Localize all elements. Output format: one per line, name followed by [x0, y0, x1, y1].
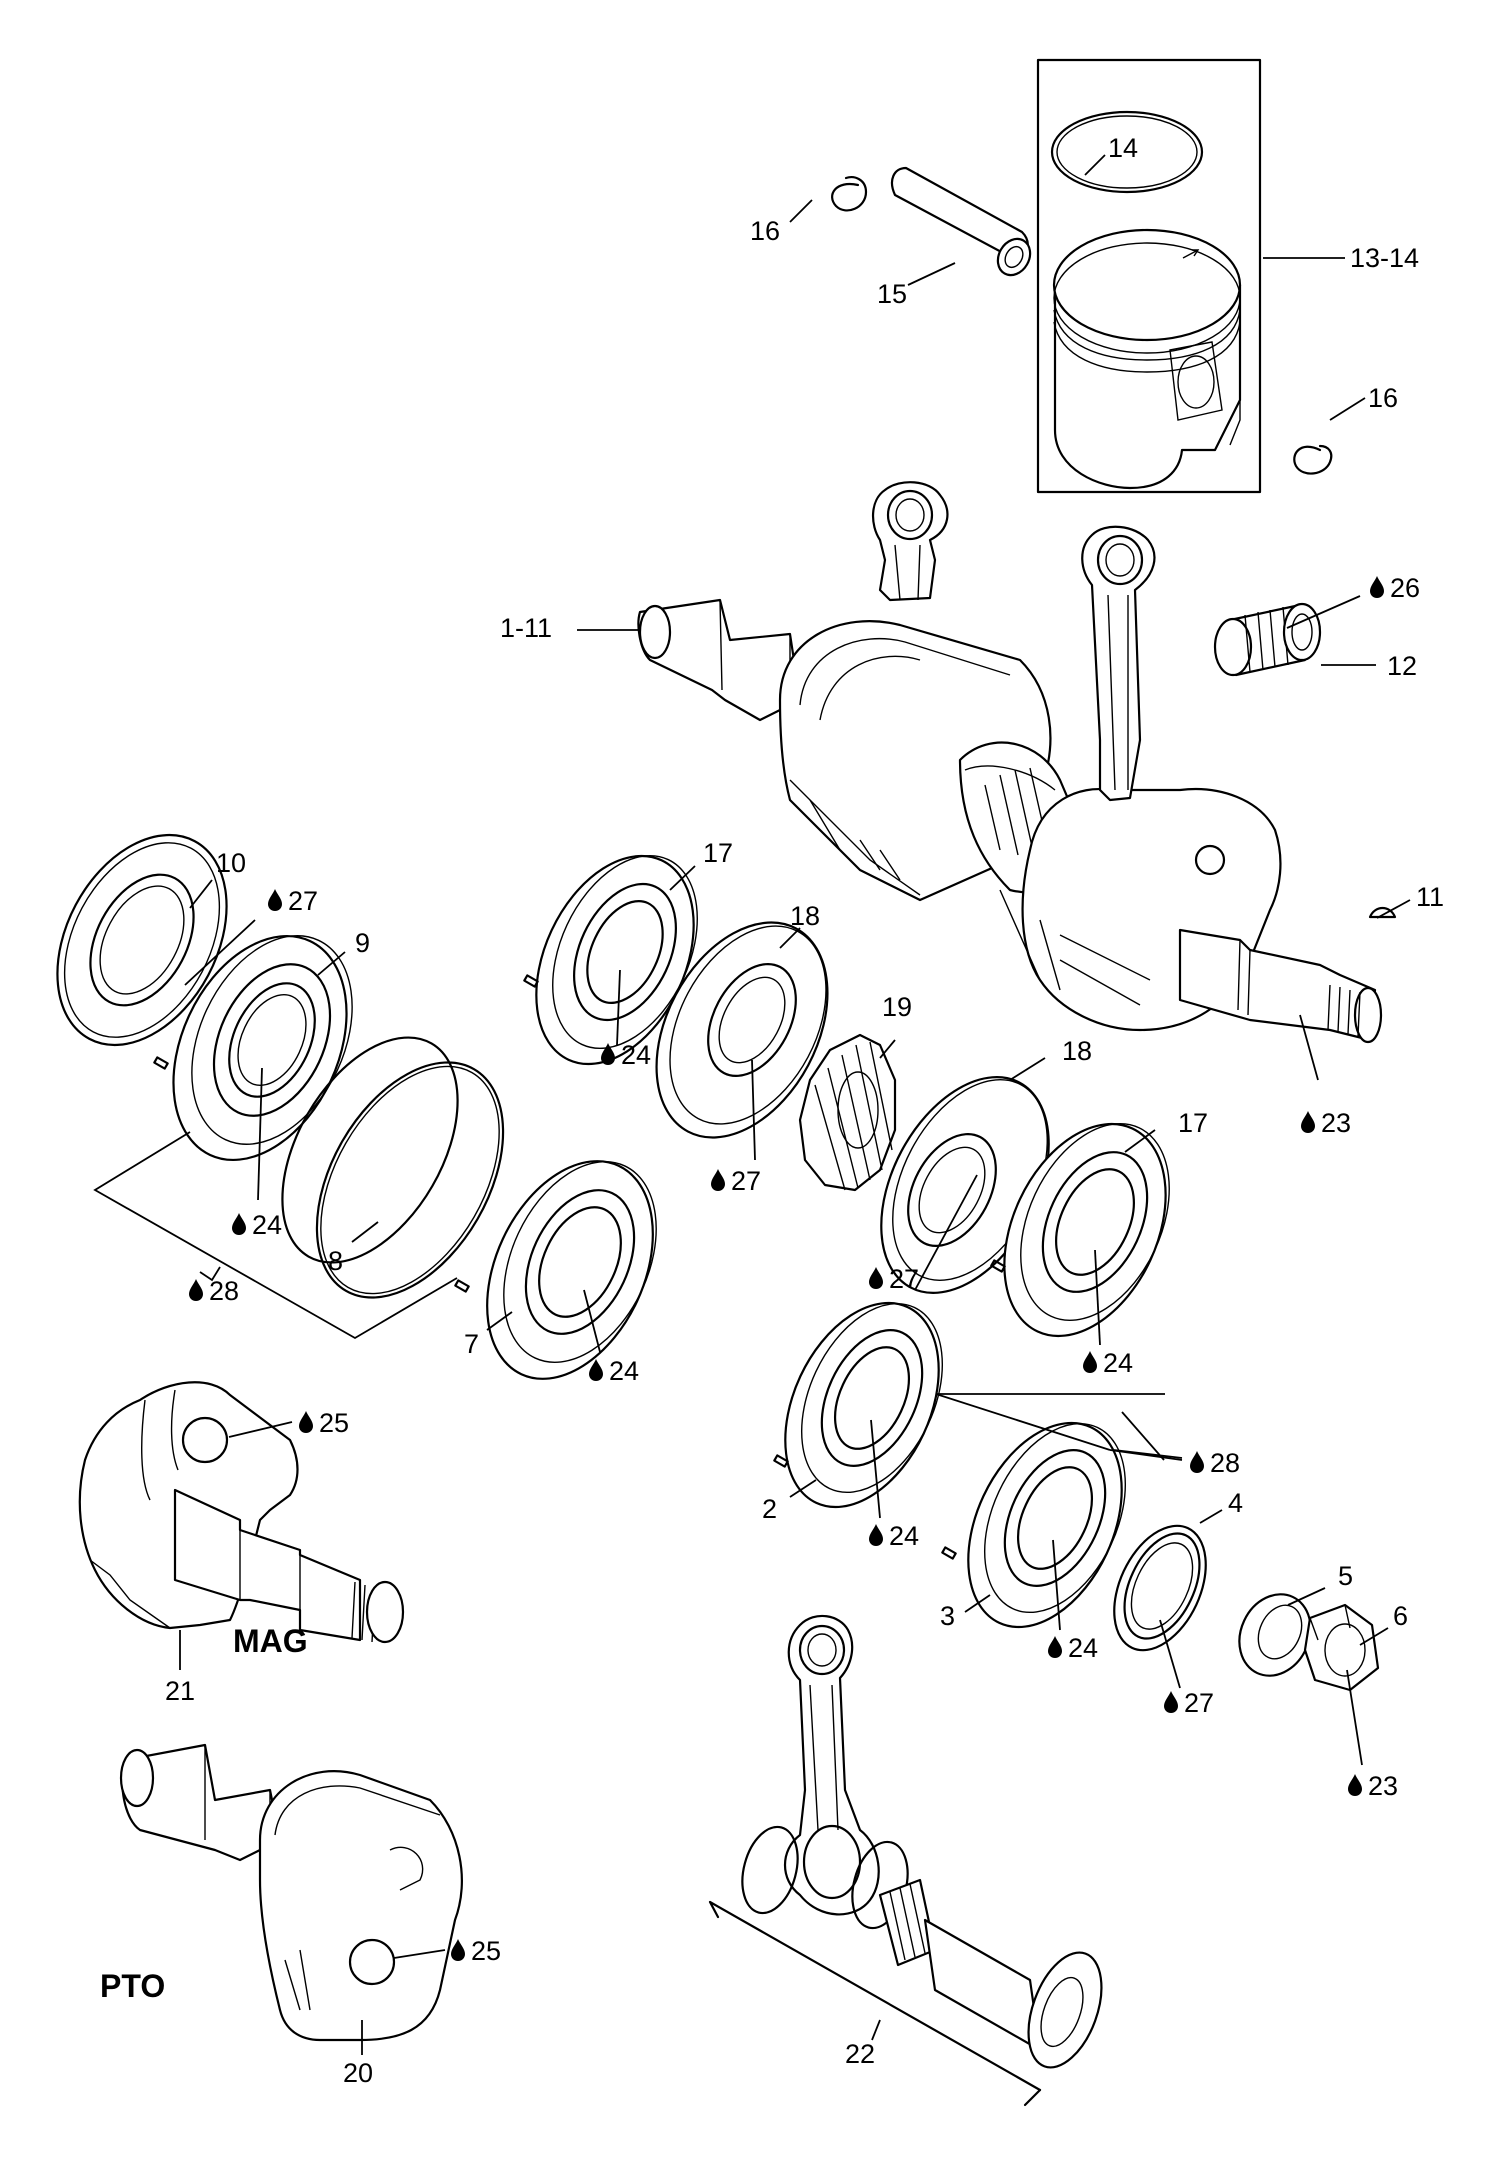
oil-drop-icon [268, 889, 282, 911]
callout-22: 22 [845, 2039, 875, 2069]
oil-drop-icon [1301, 1111, 1315, 1133]
callout-23: 23 [1368, 1771, 1398, 1801]
callout-2: 2 [762, 1494, 777, 1524]
callout-24: 24 [1068, 1633, 1098, 1663]
callout-19: 19 [882, 992, 912, 1022]
ball-bearing-17-lower [990, 1122, 1170, 1338]
callout-13-14: 13-14 [1350, 243, 1419, 273]
pto-label: PTO [100, 1968, 165, 2004]
callout-24: 24 [252, 1210, 282, 1240]
oil-seal-10 [56, 833, 228, 1047]
oil-drop-icon [869, 1267, 883, 1289]
oil-drop-icon [232, 1213, 246, 1235]
oil-drop-icon [1348, 1774, 1362, 1796]
callout-15: 15 [877, 279, 907, 309]
wrist-pin [890, 166, 1032, 277]
callout-16: 16 [750, 216, 780, 246]
ball-bearing-17-upper [523, 854, 698, 1066]
bracket-28-left-stem [199, 1266, 221, 1282]
ball-bearing-3 [941, 1421, 1127, 1629]
callout-11: 11 [1416, 882, 1444, 912]
oil-drop-icon [589, 1359, 603, 1381]
callout-27: 27 [1184, 1688, 1214, 1718]
callout-20: 20 [343, 2058, 373, 2088]
oil-drop-icon [1190, 1451, 1204, 1473]
callout-16: 16 [1368, 383, 1398, 413]
callout-18: 18 [790, 901, 820, 931]
mag-label: MAG [233, 1623, 308, 1659]
callout-28: 28 [209, 1276, 239, 1306]
callout-17: 17 [1178, 1108, 1208, 1138]
drive-gear-19 [798, 1033, 897, 1192]
oil-drop-icon [711, 1169, 725, 1191]
oil-drop-icon [1048, 1636, 1062, 1658]
callout-21: 21 [165, 1676, 195, 1706]
callout-28: 28 [1210, 1448, 1240, 1478]
oil-drop-icon [189, 1279, 203, 1301]
oil-drop-icon [299, 1411, 313, 1433]
callout-18: 18 [1062, 1036, 1092, 1066]
oil-drop-icon [1164, 1691, 1178, 1713]
oil-drop-icon [869, 1524, 883, 1546]
callout-14: 14 [1108, 133, 1138, 163]
oil-drop-icon [451, 1939, 465, 1961]
callout-26: 26 [1390, 573, 1420, 603]
callout-24: 24 [889, 1521, 919, 1551]
callout-6: 6 [1393, 1601, 1408, 1631]
oil-seal-4 [1113, 1524, 1207, 1652]
leader-lines [179, 154, 1411, 2055]
callout-24: 24 [609, 1356, 639, 1386]
oil-seal-18-upper [655, 921, 829, 1139]
callout-1-11: 1-11 [500, 613, 552, 643]
callout-23: 23 [1321, 1108, 1351, 1138]
crankshaft-half-mag [78, 1381, 405, 1644]
piston-ring [1050, 110, 1204, 194]
callout-3: 3 [940, 1601, 955, 1631]
callout-12: 12 [1387, 651, 1417, 681]
callout-9: 9 [355, 928, 370, 958]
needle-bearing-kit [1213, 602, 1322, 677]
callout-24: 24 [621, 1040, 651, 1070]
hex-nut-6 [1303, 1603, 1380, 1692]
callout-17: 17 [703, 838, 733, 868]
callout-4: 4 [1228, 1488, 1243, 1518]
piston [1052, 228, 1242, 490]
callout-10: 10 [216, 848, 246, 878]
ball-bearing-9 [153, 934, 353, 1162]
callout-27: 27 [889, 1264, 919, 1294]
circlip-lower [1293, 444, 1333, 475]
ball-bearing-7 [454, 1160, 657, 1380]
callout-7: 7 [464, 1329, 479, 1359]
crankshaft-half-pto [119, 1743, 463, 2042]
circlip-upper [831, 176, 868, 212]
oil-drop-icon [1083, 1351, 1097, 1373]
callout-5: 5 [1338, 1561, 1353, 1591]
callout-27: 27 [288, 886, 318, 916]
lock-washer-5 [1238, 1593, 1312, 1677]
ball-bearing-2 [773, 1301, 944, 1509]
crankshaft-assembly [637, 481, 1397, 1044]
callout-25: 25 [471, 1936, 501, 1966]
oil-drop-icon [1370, 576, 1384, 598]
bracket-28-left [93, 1131, 458, 1340]
callout-24: 24 [1103, 1348, 1133, 1378]
piston-kit-box [1036, 58, 1262, 494]
piston-kit [1036, 58, 1262, 494]
retaining-ring-8 [281, 1036, 505, 1299]
callout-25: 25 [319, 1408, 349, 1438]
connecting-rod-kit [708, 1614, 1103, 2107]
callout-8: 8 [328, 1246, 343, 1276]
callout-27: 27 [731, 1166, 761, 1196]
woodruff-key [1368, 906, 1397, 919]
callout-labels: 14 16 15 13-14 16 1-11 26 12 10 27 9 17 … [165, 133, 1444, 2088]
